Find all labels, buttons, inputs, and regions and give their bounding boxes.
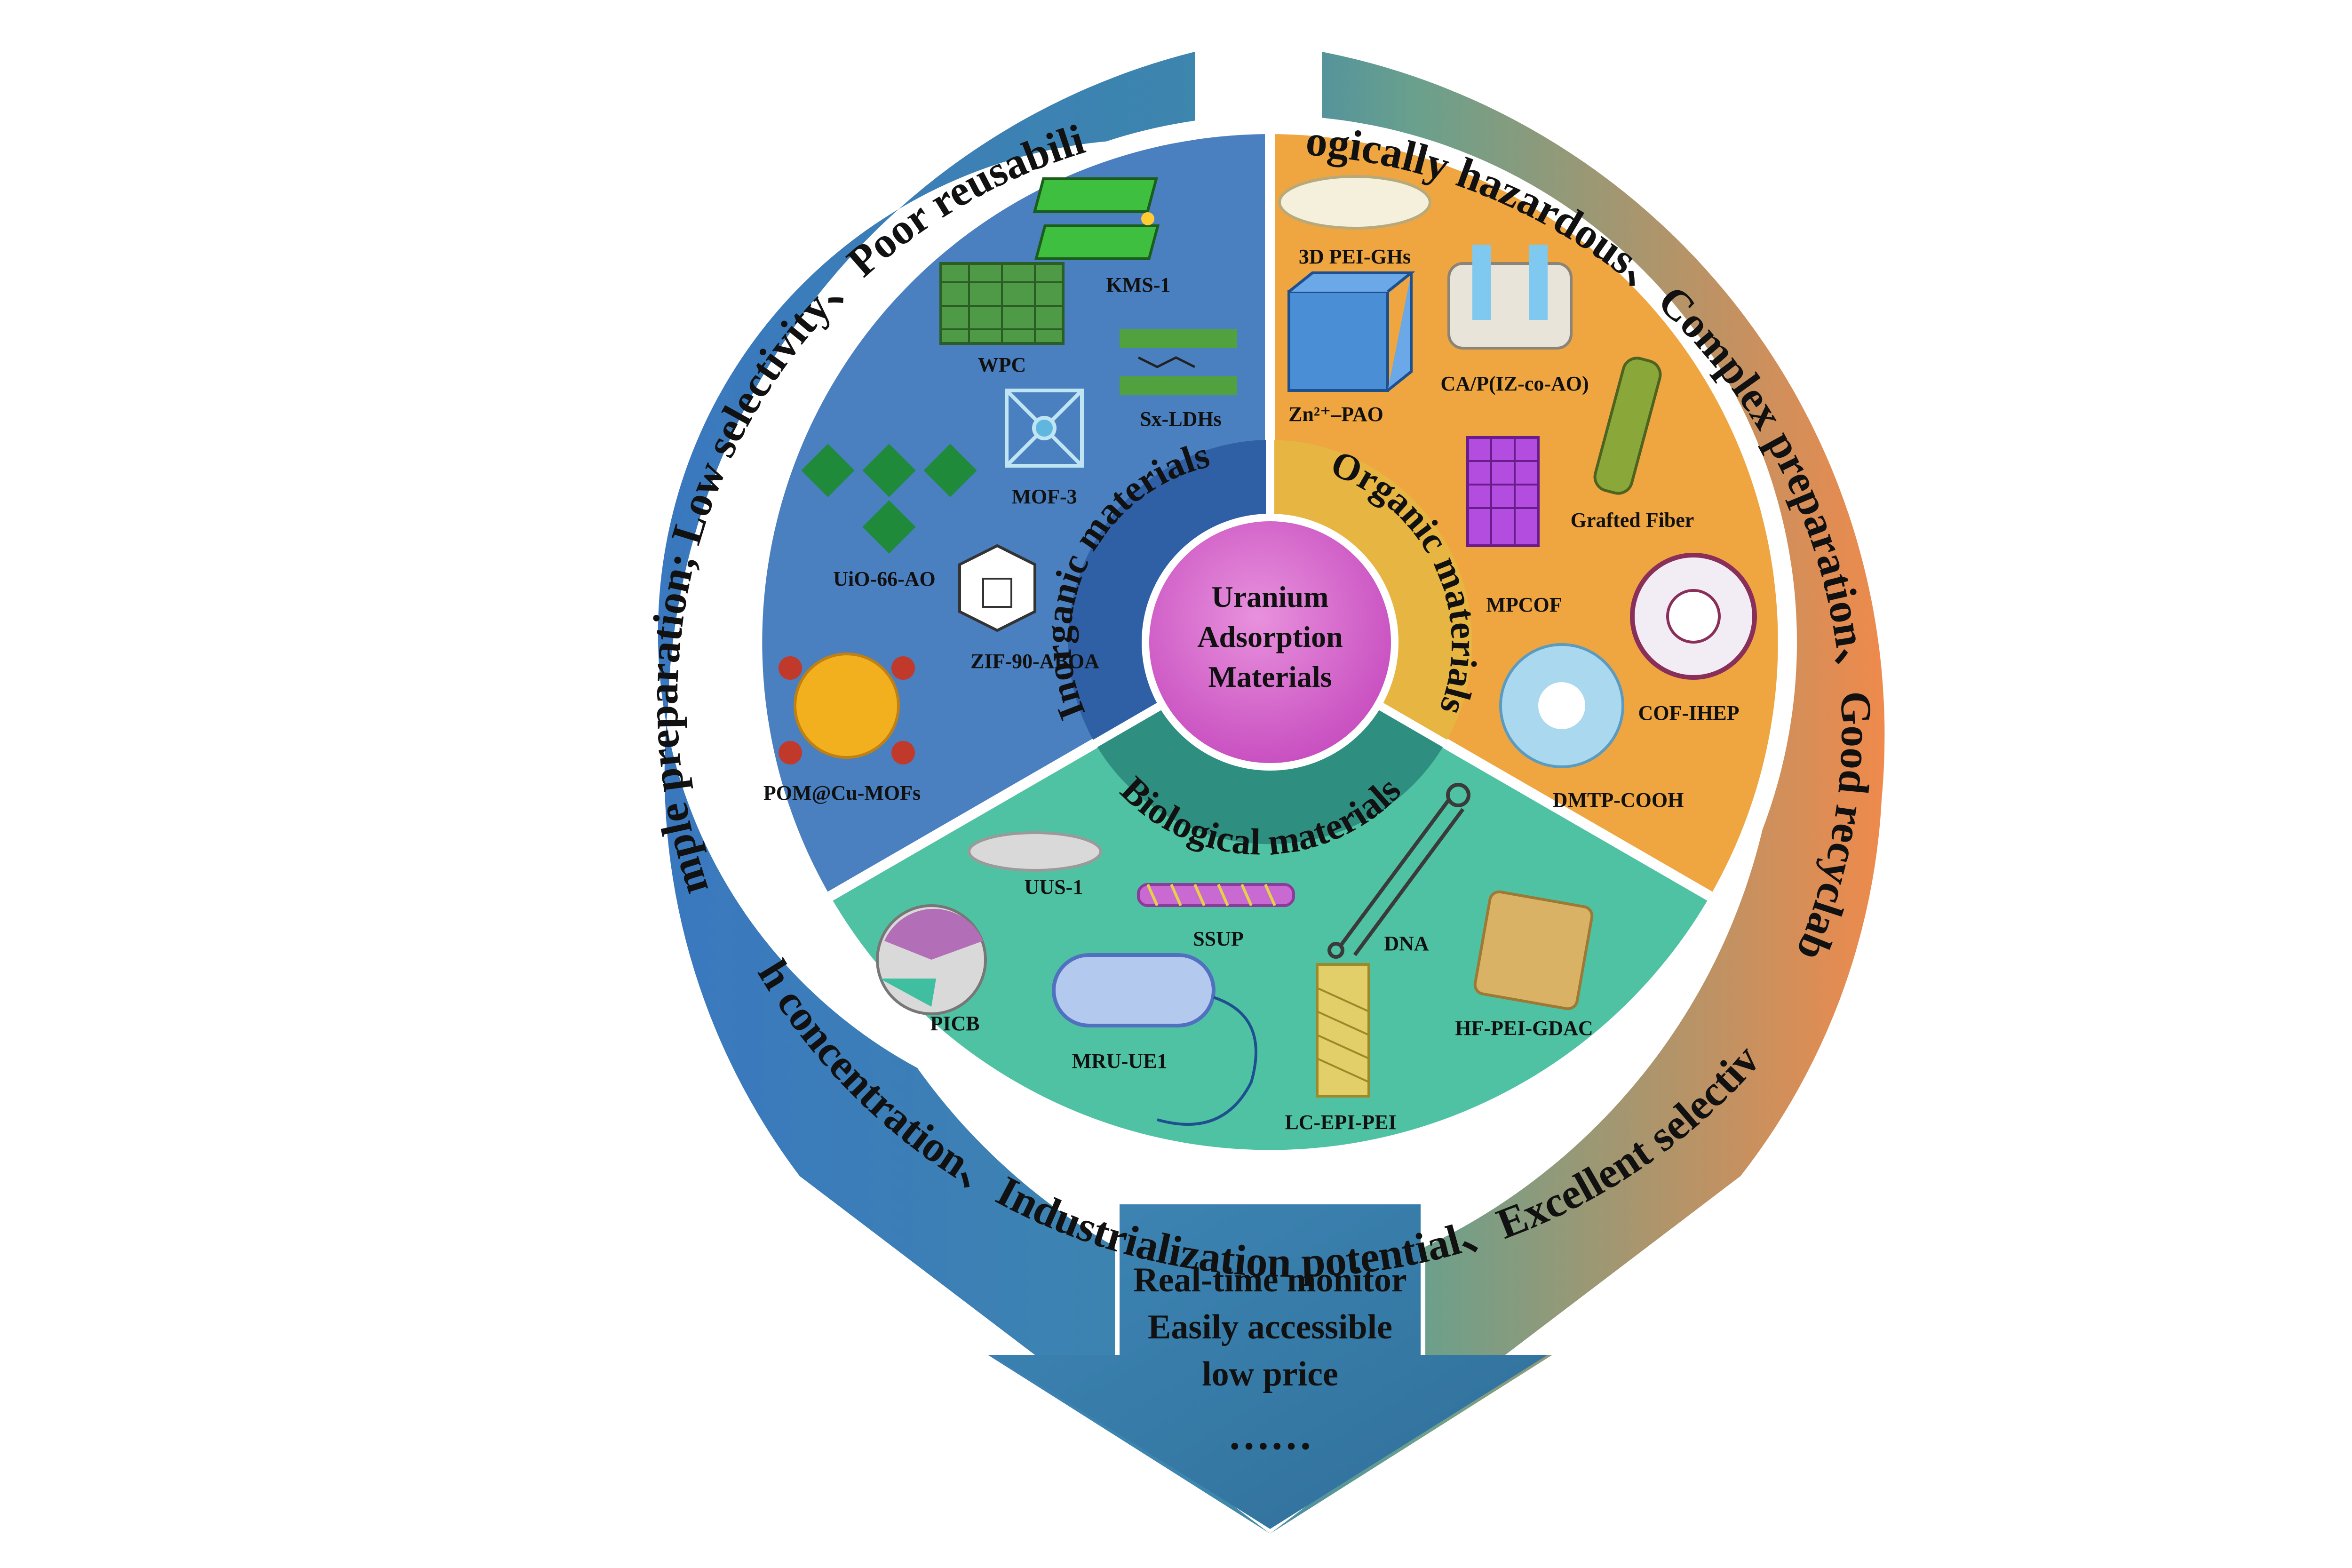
bio-label-mru-ue1: MRU-UE1 [1072, 1050, 1168, 1073]
zif-90-aboa-illustration [958, 544, 1036, 632]
inorganic-label-wpc: WPC [978, 353, 1026, 376]
inorganic-items: KMS-1 WPC Sx-LDHs MOF-3 UiO-66-AO [763, 177, 1237, 804]
center-title-line-3: Materials [1208, 660, 1332, 693]
picb-illustration [876, 904, 987, 1015]
bio-label-dna: DNA [1384, 932, 1429, 955]
inorganic-label-zif-90-aboa: ZIF-90-ABOA [970, 650, 1099, 673]
dna-illustration [1327, 783, 1470, 959]
bio-label-picb: PICB [930, 1012, 979, 1035]
organic-items: 3D PEI-GHs Zn²⁺–PAO CA/P(IZ-co-AO) Graft… [1278, 175, 1757, 812]
bio-label-hf-pei-gdac: HF-PEI-GDAC [1455, 1017, 1593, 1040]
arrow-body [993, 1204, 1548, 1529]
ssup-illustration [1137, 883, 1295, 907]
uus-1-illustration [968, 831, 1102, 872]
3d-pei-ghs-illustration [1278, 175, 1431, 230]
bio-label-lc-epi-pei: LC-EPI-PEI [1285, 1111, 1396, 1134]
organic-label-zn-pao: Zn²⁺–PAO [1288, 403, 1383, 426]
cof-ihep-illustration [1630, 553, 1757, 680]
center-title-line-1: Uranium [1212, 580, 1329, 613]
ca-p-iz-co-ao-illustration [1447, 245, 1573, 350]
outer-ring-arrow [658, 52, 1885, 1534]
center-title-line-2: Adsorption [1197, 620, 1343, 653]
organic-label-dmtp-cooh: DMTP-COOH [1553, 788, 1684, 812]
pom-cu-mofs-illustration [779, 653, 915, 764]
mpcof-illustration [1466, 436, 1540, 547]
arrow-text-line-4: …… [1228, 1412, 1312, 1458]
organic-label-ca-p-iz-co-ao: CA/P(IZ-co-AO) [1440, 372, 1589, 395]
organic-label-mpcof: MPCOF [1486, 593, 1562, 616]
inorganic-label-sx-ldhs: Sx-LDHs [1140, 407, 1222, 430]
grafted-fiber-illustration [1593, 357, 1662, 495]
inorganic-label-uio-66-ao: UiO-66-AO [833, 567, 936, 590]
outer-ring-shape [658, 52, 1885, 1534]
wpc-illustration [939, 262, 1065, 345]
inorganic-label-kms-1: KMS-1 [1106, 273, 1171, 296]
organic-label-grafted-fiber: Grafted Fiber [1571, 509, 1694, 532]
dmtp-cooh-illustration [1499, 643, 1624, 768]
kms-1-illustration [1033, 177, 1160, 260]
arrow-text-line-1: Real-time monitor [1133, 1261, 1407, 1299]
mof-3-illustration [1005, 389, 1084, 468]
organic-label-cof-ihep: COF-IHEP [1638, 701, 1739, 724]
mru-ue1-illustration [1052, 953, 1257, 1126]
organic-label-3d-pei-ghs: 3D PEI-GHs [1299, 245, 1411, 268]
arrow-text-line-2: Easily accessible [1148, 1308, 1392, 1346]
biological-items: UUS-1 SSUP DNA PICB MRU-UE1 HF-PEI-GDAC [876, 783, 1594, 1134]
hf-pei-gdac-illustration [1473, 890, 1594, 1011]
lc-epi-pei-illustration [1316, 963, 1370, 1098]
inorganic-label-pom-cu-mofs: POM@Cu-MOFs [763, 781, 921, 804]
center-circle [1142, 514, 1398, 771]
bio-label-uus-1: UUS-1 [1025, 876, 1083, 899]
uio-66-ao-illustration [801, 444, 977, 554]
arrow-text-line-3: low price [1202, 1355, 1338, 1393]
sx-ldhs-illustration [1120, 329, 1237, 395]
zn-pao-illustration [1287, 271, 1415, 392]
bio-label-ssup: SSUP [1193, 927, 1244, 950]
inorganic-label-mof-3: MOF-3 [1011, 485, 1077, 508]
